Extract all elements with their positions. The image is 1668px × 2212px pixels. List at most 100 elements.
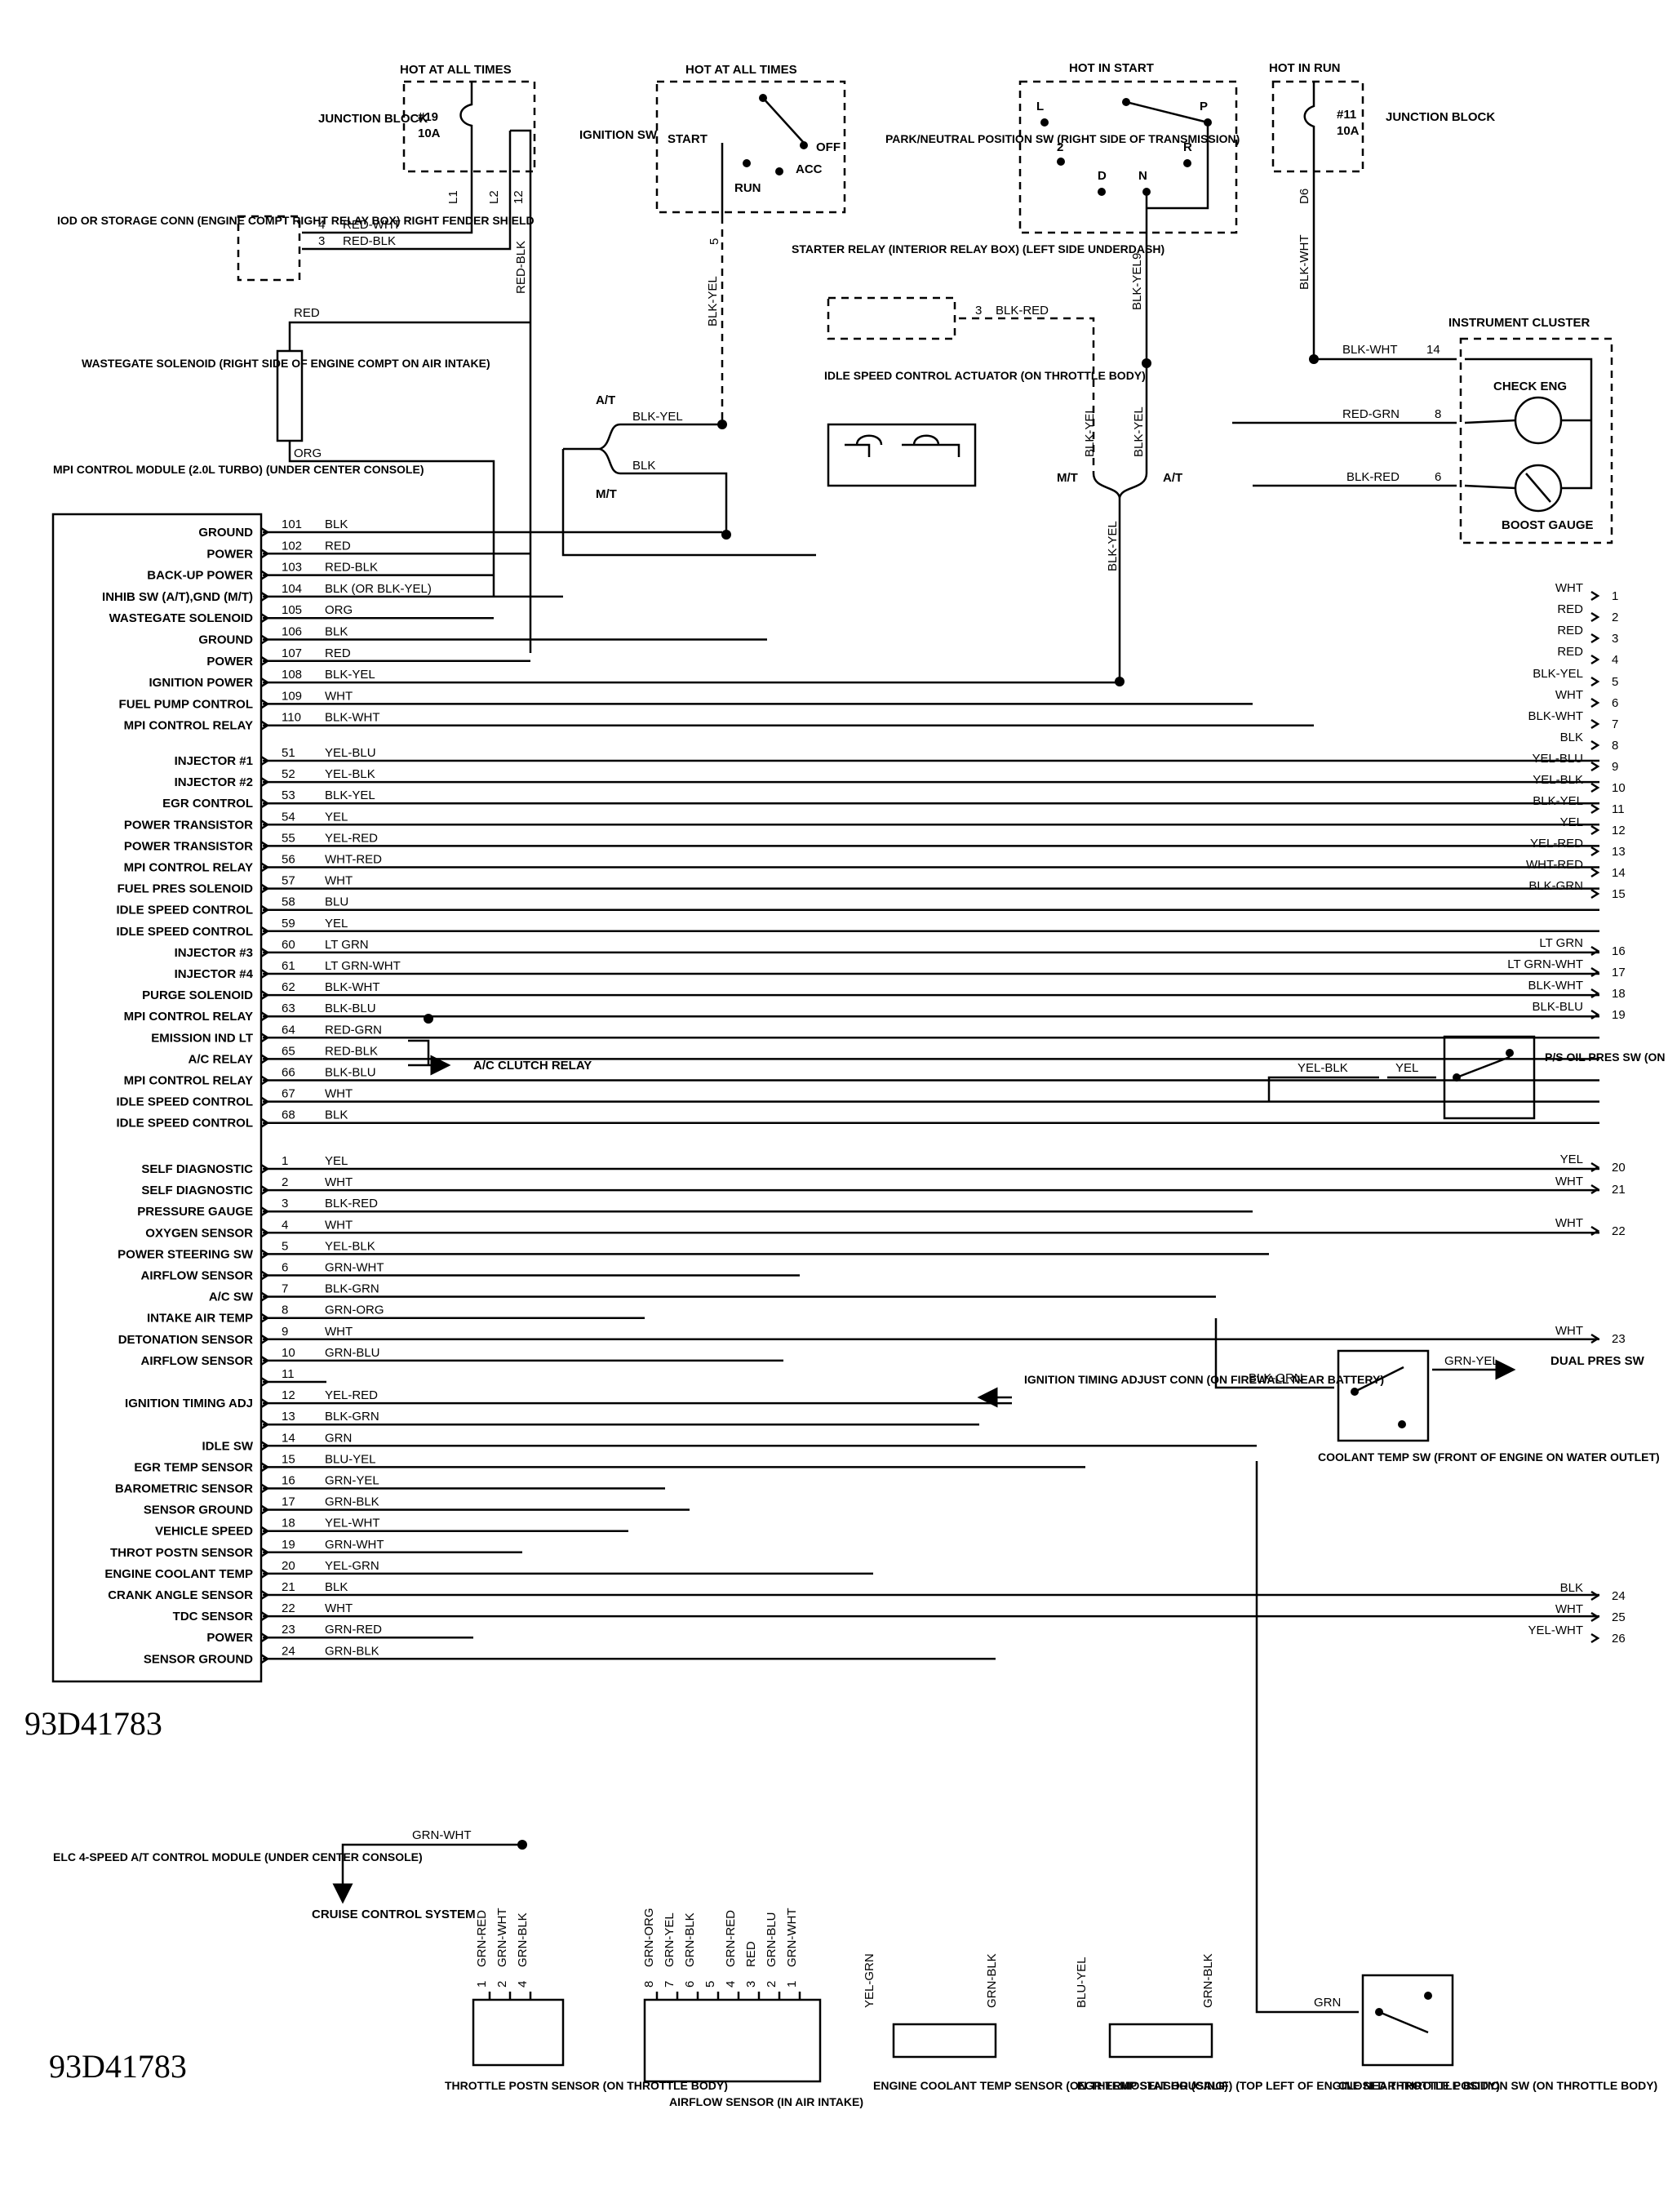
riser-red-blk-label: RED-BLK [514,241,528,294]
fuse19-header: HOT AT ALL TIMES [400,63,512,77]
pin-function-label: TDC SENSOR [173,1610,254,1623]
pin-chevron-icon [260,968,270,979]
pin-wire-color: BLK-YEL [325,788,375,802]
tps-sensor: THROTTLE POSTN SENSOR (ON THROTTLE BODY) [445,1998,728,2092]
right-pin-color: BLK-WHT [1528,979,1584,993]
pin-number: 10 [282,1346,295,1360]
right-chevron-icon [1590,782,1600,793]
pin-wire-color: BLK-GRN [325,1410,379,1424]
pin-number: 104 [282,582,302,596]
pin-chevron-icon [260,1589,270,1601]
sensor-pin-color: GRN-WHT [495,1908,509,1967]
pin-function-label: PRESSURE GAUGE [137,1205,253,1219]
pin-function-label: BACK-UP POWER [147,569,253,583]
pin-wire-color: BLK-BLU [325,1066,376,1080]
pin-function-label: INHIB SW (A/T),GND (M/T) [102,590,253,604]
pin-chevron-icon [260,1206,270,1217]
starter-title: STARTER RELAY (INTERIOR RELAY BOX) (LEFT… [792,242,1164,255]
pn-pin: 9 [1130,253,1144,260]
pin-wire-color: YEL-RED [325,1388,378,1402]
pin-chevron-icon [260,1270,270,1281]
sensor-pin-color: GRN-WHT [785,1908,799,1967]
pin-chevron-icon [260,1033,270,1043]
module-title: MPI CONTROL MODULE (2.0L TURBO) (UNDER C… [53,463,424,476]
pin-chevron-icon [260,820,270,830]
right-pin-number: 26 [1612,1632,1626,1646]
isc-actuator: IDLE SPEED CONTROL ACTUATOR (ON THROTTLE… [824,369,1146,487]
pin-wire-color: GRN-WHT [325,1538,384,1552]
right-pin-color: YEL-BLK [1533,773,1583,787]
starter-box [827,296,956,340]
sensor-pin-number: 4 [516,1981,530,1988]
sensor-pin-number: 2 [765,1981,779,1988]
pin-chevron-icon [260,1483,270,1494]
ps-switch-box [1443,1035,1536,1120]
wire-red-blk [302,227,512,251]
ac-clutch-relay: A/C CLUTCH RELAY [408,1014,592,1076]
pin-wire-color: GRN-WHT [325,1261,384,1275]
sensor-pin-color: GRN-RED [475,1910,489,1967]
pin-function-label: WASTEGATE SOLENOID [109,611,254,625]
diagram-code-2: 93D41783 [49,2048,187,2085]
pin-function-label: ENGINE COOLANT TEMP [104,1567,253,1581]
pin-chevron-icon [260,1117,270,1128]
pin-number: 15 [282,1452,295,1466]
sensor-pin: 2 GRN-WHT [495,1908,512,2000]
right-pin-color: WHT [1555,1175,1583,1188]
ign-timing-title: IGNITION TIMING ADJUST CONN (ON FIREWALL… [1024,1373,1384,1386]
pin-chevron-icon [260,1249,270,1259]
pin-number: 68 [282,1108,295,1122]
pin-number: 11 [282,1367,295,1381]
right-chevron-icon [1590,1333,1600,1344]
fuse19-amps: 10A [418,127,441,140]
ac-clutch-label: A/C CLUTCH RELAY [473,1059,592,1073]
pin-chevron-icon [260,634,270,645]
pin-number: 108 [282,668,302,682]
pin-function-label: GROUND [198,526,253,540]
pin-number: 1 [282,1154,288,1168]
right-pin-number: 8 [1612,739,1618,753]
coolant-switch-title: COOLANT TEMP SW (FRONT OF ENGINE ON WATE… [1318,1450,1660,1464]
sensor-pin-number: 2 [495,1981,509,1988]
cruise-label: CRUISE CONTROL SYSTEM [312,1908,476,1921]
right-pin-color: YEL-BLU [1532,752,1583,766]
check-eng-lamp-icon [1514,396,1563,445]
down-blk-yel: BLK-YEL [1106,521,1120,571]
pin-chevron-icon [260,1419,270,1430]
sensor-pin-number: 3 [744,1981,758,1988]
ignition-start: START [668,132,708,146]
right-pin-number: 14 [1612,866,1626,880]
pin-number: 22 [282,1601,295,1615]
pin-number: 3 [282,1197,288,1210]
pin-wire-color: LT GRN [325,938,369,952]
egr-w1: BLU-YEL [1075,1957,1089,2008]
pin-wire-color: RED [325,539,351,553]
pn-d: D [1098,169,1107,183]
wire-red-wht [302,227,473,234]
junction-block-19-box [402,80,536,173]
right-pin-number: 3 [1612,632,1618,646]
pin-function-label: IDLE SPEED CONTROL [116,1117,253,1130]
